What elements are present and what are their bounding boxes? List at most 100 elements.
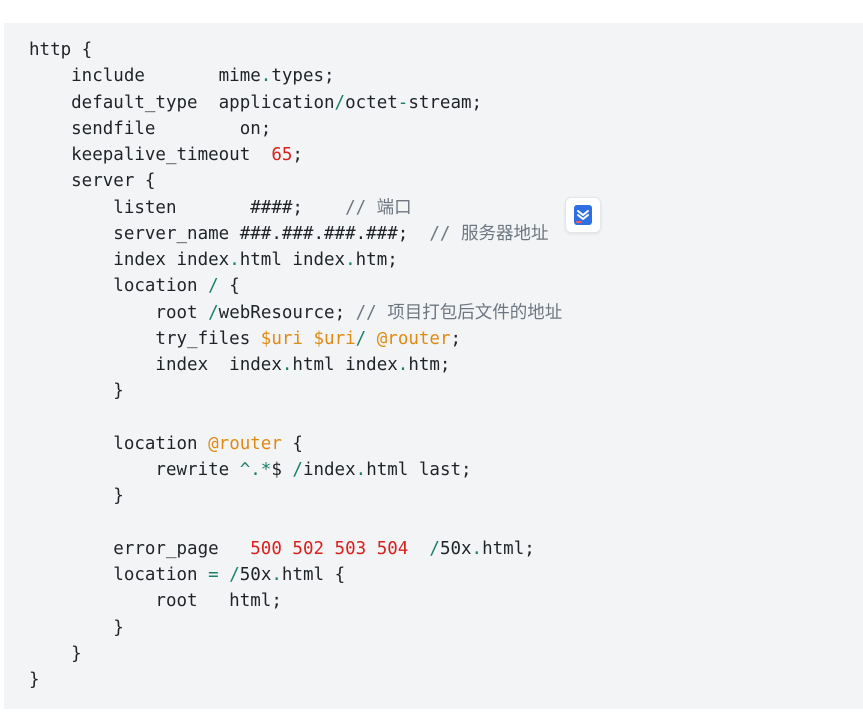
code-token-plain (219, 565, 230, 585)
code-token-cmt: // 端口 (345, 197, 412, 218)
code-token-plain: html last; (366, 460, 472, 480)
code-token-plain (366, 329, 377, 349)
code-line: } (29, 378, 562, 404)
code-token-plain: default_type application (29, 92, 335, 113)
code-line: location = /50x.html { (29, 562, 562, 588)
code-line: listen ####; // 端口 (29, 195, 562, 221)
code-token-plain (303, 329, 314, 349)
code-line: rewrite ^.*$ /index.html last; (29, 457, 562, 483)
code-token-plain: try_files (29, 328, 261, 349)
code-token-op: . (397, 355, 409, 375)
code-token-plain: types; (271, 66, 335, 87)
code-token-plain: } (29, 617, 124, 638)
code-token-op: . (229, 250, 240, 270)
code-token-plain: root (29, 302, 209, 323)
code-token-num: 65 (271, 145, 293, 165)
code-token-plain: sendfile on; (29, 118, 272, 139)
code-token-plain: ; (292, 145, 303, 165)
code-line: index index.html index.htm; (29, 247, 562, 273)
code-token-plain: 50x (239, 565, 272, 585)
code-token-plain: error_page (29, 538, 251, 559)
code-token-plain: listen ####; (29, 197, 346, 218)
code-token-var: @router (376, 328, 451, 349)
code-token-plain: location (29, 565, 209, 585)
code-line: location @router { (29, 431, 562, 457)
code-token-plain: htm; (355, 250, 398, 270)
code-token-op: / (229, 565, 240, 585)
code-token-plain: index index (29, 355, 282, 375)
code-line: server_name ###.###.###.###; // 服务器地址 (29, 221, 562, 247)
code-token-op: . (260, 66, 272, 87)
code-line: location / { (29, 273, 562, 299)
code-token-plain: location (29, 433, 209, 454)
save-note-button[interactable] (565, 197, 601, 233)
code-token-var: @router (208, 433, 282, 454)
code-line: try_files $uri $uri/ @router; (29, 326, 562, 352)
code-token-plain: server_name ###.###.###.###; (29, 223, 430, 244)
code-token-var: $uri (313, 328, 356, 349)
code-token-plain: $ (271, 460, 293, 480)
code-token-plain: ; (450, 328, 462, 349)
code-token-op: / (334, 92, 346, 113)
code-token-plain: webResource; (218, 302, 356, 323)
code-line (29, 510, 562, 536)
code-token-op: . (345, 250, 356, 270)
bookmark-icon (574, 205, 592, 225)
code-token-plain: html index (292, 355, 398, 375)
code-token-plain: } (29, 381, 124, 402)
code-token-plain: { (281, 433, 303, 454)
code-line: default_type application/octet-stream; (29, 90, 562, 116)
code-token-plain: root html; (29, 591, 282, 612)
code-token-plain: location (29, 276, 209, 297)
code-block: http { include mime.types; default_type … (4, 23, 863, 709)
code-token-plain: 50x (439, 538, 472, 559)
code-token-op: / (208, 302, 219, 323)
code-token-op: / (208, 276, 219, 297)
code-token-cmt: // 服务器地址 (429, 223, 549, 244)
code-token-plain: rewrite (29, 460, 240, 480)
code-token-plain: octet (345, 92, 398, 113)
code-token-plain: server { (29, 171, 156, 192)
code-token-num: 500 502 503 504 (250, 538, 409, 559)
code-token-op: . (281, 355, 293, 375)
code-line: } (29, 483, 562, 509)
code-line: keepalive_timeout 65; (29, 142, 562, 168)
code-token-plain: htm; (408, 355, 451, 375)
code-token-op: . (271, 565, 282, 585)
code-line: server { (29, 168, 562, 194)
code-token-plain: index (302, 460, 356, 480)
code-line: } (29, 615, 562, 641)
code-token-op: / (355, 328, 367, 349)
code-line: index index.html index.htm; (29, 352, 562, 378)
code-line: include mime.types; (29, 63, 562, 89)
code-token-op: / (429, 538, 440, 559)
code-line: root html; (29, 588, 562, 614)
code-line: sendfile on; (29, 116, 562, 142)
code-token-op: . (471, 538, 483, 559)
code-token-plain: html; (482, 538, 535, 559)
code-token-plain: index index (29, 250, 230, 270)
code-token-plain: keepalive_timeout (29, 145, 272, 165)
code-token-var: $uri (260, 328, 303, 349)
code-token-op: - (397, 92, 409, 113)
code-line: error_page 500 502 503 504 /50x.html; (29, 536, 562, 562)
code-line: http { (29, 37, 562, 63)
code-token-cmt: // 项目打包后文件的地址 (355, 302, 563, 323)
code-token-op: / (292, 460, 303, 480)
code-token-plain (408, 539, 429, 559)
code-token-plain: include mime (29, 66, 261, 87)
code-token-op: ^.* (239, 460, 272, 480)
code-token-plain: } (29, 670, 40, 690)
code-token-plain: http { (29, 40, 93, 60)
code-token-plain: { (218, 276, 240, 297)
code-token-op: = (208, 565, 219, 585)
code-token-plain: html index (239, 250, 346, 270)
code-token-plain: } (29, 643, 82, 664)
code-line: root /webResource; // 项目打包后文件的地址 (29, 300, 562, 326)
code-token-plain: stream; (408, 92, 483, 113)
code-line: } (29, 667, 562, 693)
code-token-plain: html { (281, 565, 346, 585)
code-token-plain: } (29, 486, 124, 507)
nginx-config-code: http { include mime.types; default_type … (29, 37, 562, 693)
code-line: } (29, 641, 562, 667)
